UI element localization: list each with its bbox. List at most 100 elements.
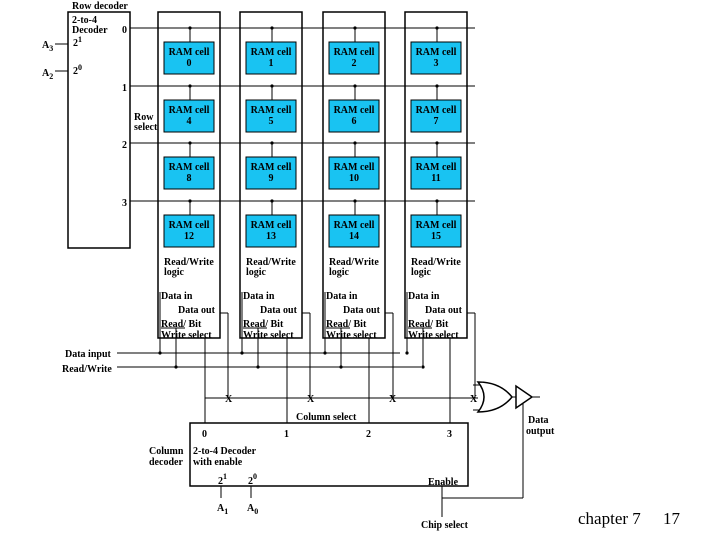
column-input-weight-1: 21 [218,472,227,487]
row-input-weight-0: 20 [73,63,82,77]
ram-cell-index: 0 [187,58,192,69]
rw-junction [421,365,425,369]
column-select-label: Column select [296,412,357,423]
junction-dot [353,199,357,203]
junction-dot [270,84,274,88]
column-decoder-label-2: decoder [149,457,183,468]
ram-cell-name: RAM cell [169,47,210,58]
ram-cell-name: RAM cell [416,162,457,173]
write-select-label: Write select [161,330,212,341]
rw-logic-line-2: logic [329,267,350,278]
ram-cell-index: 12 [184,231,194,242]
column-input-a0: A0 [247,503,258,516]
input-signals: Data input Read/Write [62,349,421,375]
column-decoder: Column select 0 1 2 3 Column decoder 2-t… [149,412,469,531]
column-decoder-name-2: with enable [193,457,243,468]
tristate-buffer-icon [515,384,534,410]
column-input-weight-0: 20 [248,472,257,487]
data-out-label: Data out [425,305,463,316]
column-output-1: 1 [284,429,289,440]
ram-cell-name: RAM cell [169,162,210,173]
crossing-x-1: X [307,394,315,405]
column-decoder-box [189,422,469,487]
column-output-3: 3 [447,429,452,440]
column-decoder-label-1: Column [149,446,184,457]
data-in-label: Data in [326,291,358,302]
ram-cell-name: RAM cell [334,47,375,58]
data-out-label: Data out [178,305,216,316]
write-select-label: Write select [408,330,459,341]
row-decoder: Row decoder 2-to-4 Decoder A3 21 A2 20 0… [42,1,131,249]
junction-dot [188,199,192,203]
ram-cell-name: RAM cell [251,105,292,116]
read-bit-label: Read/ Bit [326,319,367,330]
junction-dot [435,84,439,88]
ram-cell-index: 6 [352,116,357,127]
crossing-x-2: X [389,394,397,405]
ram-cell-index: 10 [349,173,359,184]
write-select-label: Write select [243,330,294,341]
ram-cell-name: RAM cell [169,220,210,231]
junction-dot [188,141,192,145]
row-decoder-name-2: Decoder [72,25,108,36]
junction-dot [188,26,192,30]
ram-cell-index: 14 [349,231,359,242]
ram-cell-index: 7 [434,116,439,127]
row-output-3: 3 [122,198,127,209]
ram-cell [328,214,380,248]
chapter-label: chapter 7 [578,509,641,528]
ram-cell [163,99,215,133]
ram-cell-index: 1 [269,58,274,69]
junction-dot [270,199,274,203]
ram-cell-name: RAM cell [251,47,292,58]
chip-select-label: Chip select [421,520,469,531]
column-input-a1: A1 [217,503,228,516]
row-output-1: 1 [122,83,127,94]
row-output-0: 0 [122,25,127,36]
junction-dot [188,84,192,88]
row-select-label-1: Row [134,112,154,123]
crossing-x-0: X [225,394,233,405]
ram-cell [245,156,297,190]
ram-cell [410,214,462,248]
enable-label: Enable [428,477,459,488]
read-bit-label: Read/ Bit [161,319,202,330]
ram-cell-name: RAM cell [334,162,375,173]
ram-cell-name: RAM cell [251,220,292,231]
ram-cell [245,99,297,133]
ram-cell [410,156,462,190]
column-output-2: 2 [366,429,371,440]
column-decoder-name-1: 2-to-4 Decoder [193,446,257,457]
ram-cell [163,214,215,248]
row-input-weight-1: 21 [73,35,82,49]
ram-cell-name: RAM cell [416,105,457,116]
write-select-label: Write select [326,330,377,341]
ram-cell [163,156,215,190]
ram-cell-name: RAM cell [334,105,375,116]
crossing-x-3: X [470,394,478,405]
ram-cell-index: 13 [266,231,276,242]
ram-cell [163,41,215,75]
ram-cell-index: 8 [187,173,192,184]
ram-cell [328,41,380,75]
row-input-a3: A3 [42,40,53,53]
ram-cell-name: RAM cell [416,220,457,231]
column-outputs: X X X X [205,394,478,405]
rw-logic-line-1: Read/Write [411,257,461,268]
junction-dot [435,141,439,145]
ram-cell-index: 4 [187,116,192,127]
ram-cell-name: RAM cell [416,47,457,58]
read-bit-label: Read/ Bit [408,319,449,330]
data-in-label: Data in [243,291,275,302]
column-output-0: 0 [202,429,207,440]
data-input-label: Data input [65,349,112,360]
page-number: 17 [663,509,680,528]
data-out-label: Data out [343,305,381,316]
junction-dot [270,26,274,30]
rw-logic-line-1: Read/Write [164,257,214,268]
